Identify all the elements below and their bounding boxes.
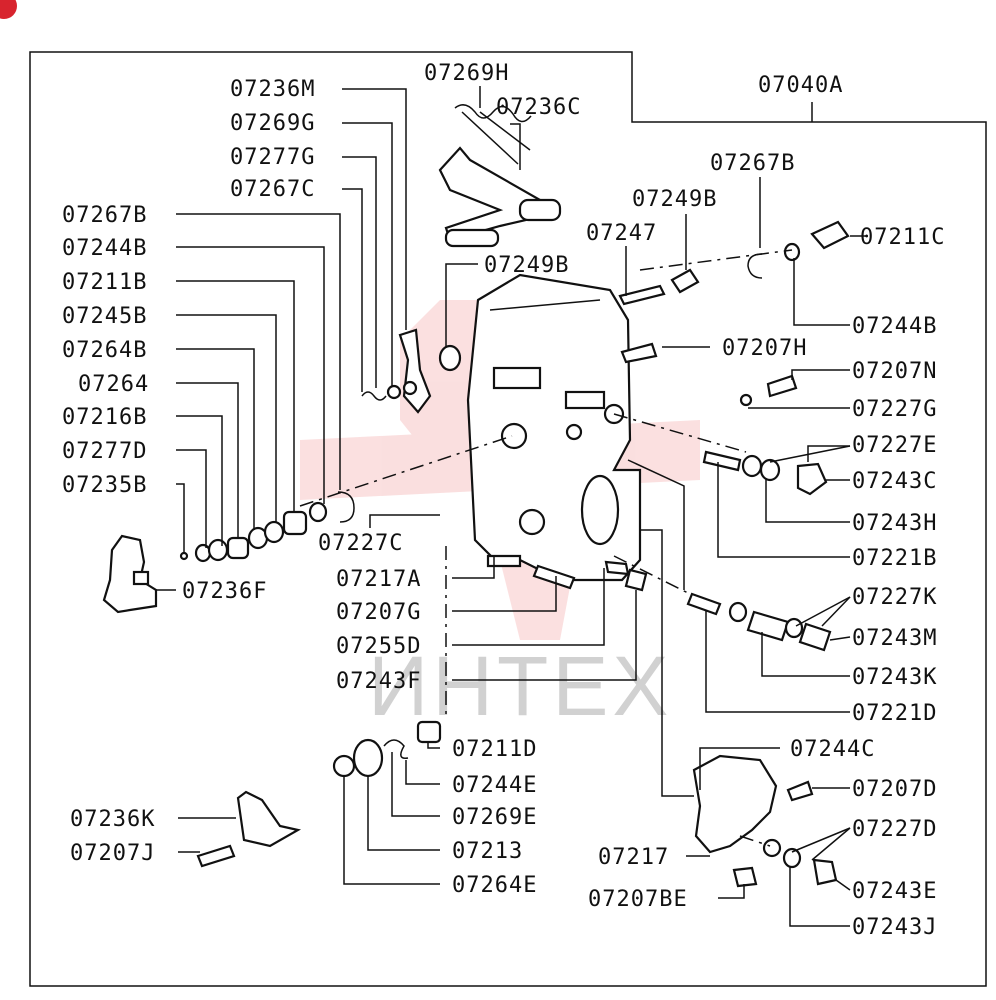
label-07207D: 07207D bbox=[852, 777, 937, 802]
label-07235B: 07235B bbox=[62, 473, 147, 498]
label-07211B: 07211B bbox=[62, 270, 147, 295]
assembly-axis-lines bbox=[299, 249, 793, 847]
label-07211C: 07211C bbox=[860, 225, 945, 250]
label-07207H: 07207H bbox=[722, 336, 807, 361]
label-07243M: 07243M bbox=[852, 626, 937, 651]
bottom-stack bbox=[196, 720, 442, 868]
label-07243C: 07243C bbox=[852, 469, 937, 494]
watermark-text: ИНТЕХ bbox=[368, 639, 672, 733]
label-07221D: 07221D bbox=[852, 701, 937, 726]
label-07207J: 07207J bbox=[70, 841, 155, 866]
label-07264: 07264 bbox=[78, 372, 149, 397]
top-lever-assembly bbox=[438, 104, 562, 248]
main-housing bbox=[361, 273, 642, 582]
label-07267C: 07267C bbox=[230, 177, 315, 202]
label-07247: 07247 bbox=[586, 221, 657, 246]
label-07207N: 07207N bbox=[852, 359, 937, 384]
label-07264E: 07264E bbox=[452, 873, 537, 898]
label-07213: 07213 bbox=[452, 839, 523, 864]
label-07249B-mid: 07249B bbox=[484, 253, 569, 278]
label-07267B-right: 07267B bbox=[710, 151, 795, 176]
label-07267B-left: 07267B bbox=[62, 203, 147, 228]
leader-lines bbox=[156, 86, 868, 927]
frame-border bbox=[29, 51, 987, 987]
label-07245B: 07245B bbox=[62, 304, 147, 329]
label-07227E: 07227E bbox=[852, 433, 937, 458]
label-07255D: 07255D bbox=[336, 634, 421, 659]
label-07236F: 07236F bbox=[182, 579, 267, 604]
right-parts bbox=[486, 220, 850, 888]
part-labels: 07269H 07236C 07236M 07269G 07277G 07267… bbox=[62, 61, 945, 940]
label-07249B-top: 07249B bbox=[632, 187, 717, 212]
label-07227G: 07227G bbox=[852, 397, 937, 422]
label-07269E: 07269E bbox=[452, 805, 537, 830]
left-spool-stack bbox=[179, 491, 355, 563]
label-07277D: 07277D bbox=[62, 439, 147, 464]
label-07227K: 07227K bbox=[852, 585, 937, 610]
label-07243E: 07243E bbox=[852, 879, 937, 904]
label-07236K: 07236K bbox=[70, 807, 155, 832]
label-07236M: 07236M bbox=[230, 77, 315, 102]
label-07244B-right: 07244B bbox=[852, 314, 937, 339]
label-07211D: 07211D bbox=[452, 737, 537, 762]
label-07217: 07217 bbox=[598, 845, 669, 870]
label-07277G: 07277G bbox=[230, 145, 315, 170]
label-07217A: 07217A bbox=[336, 567, 421, 592]
label-07227C: 07227C bbox=[318, 531, 403, 556]
corner-badge-icon bbox=[0, 0, 17, 19]
label-07244E: 07244E bbox=[452, 773, 537, 798]
label-07243K: 07243K bbox=[852, 665, 937, 690]
label-07269G: 07269G bbox=[230, 111, 315, 136]
label-07243J: 07243J bbox=[852, 915, 937, 940]
label-07244B-left: 07244B bbox=[62, 236, 147, 261]
label-07243F: 07243F bbox=[336, 669, 421, 694]
label-07244C: 07244C bbox=[790, 737, 875, 762]
frame-label: 07040A bbox=[758, 73, 843, 98]
label-07207BE: 07207BE bbox=[588, 887, 688, 912]
label-07207G: 07207G bbox=[336, 600, 421, 625]
label-07243H: 07243H bbox=[852, 511, 937, 536]
label-07221B: 07221B bbox=[852, 546, 937, 571]
label-07216B: 07216B bbox=[62, 405, 147, 430]
left-bracket-part bbox=[102, 534, 158, 614]
label-07264B: 07264B bbox=[62, 338, 147, 363]
label-07227D: 07227D bbox=[852, 817, 937, 842]
label-07269H: 07269H bbox=[424, 61, 509, 86]
label-07236C: 07236C bbox=[496, 95, 581, 120]
